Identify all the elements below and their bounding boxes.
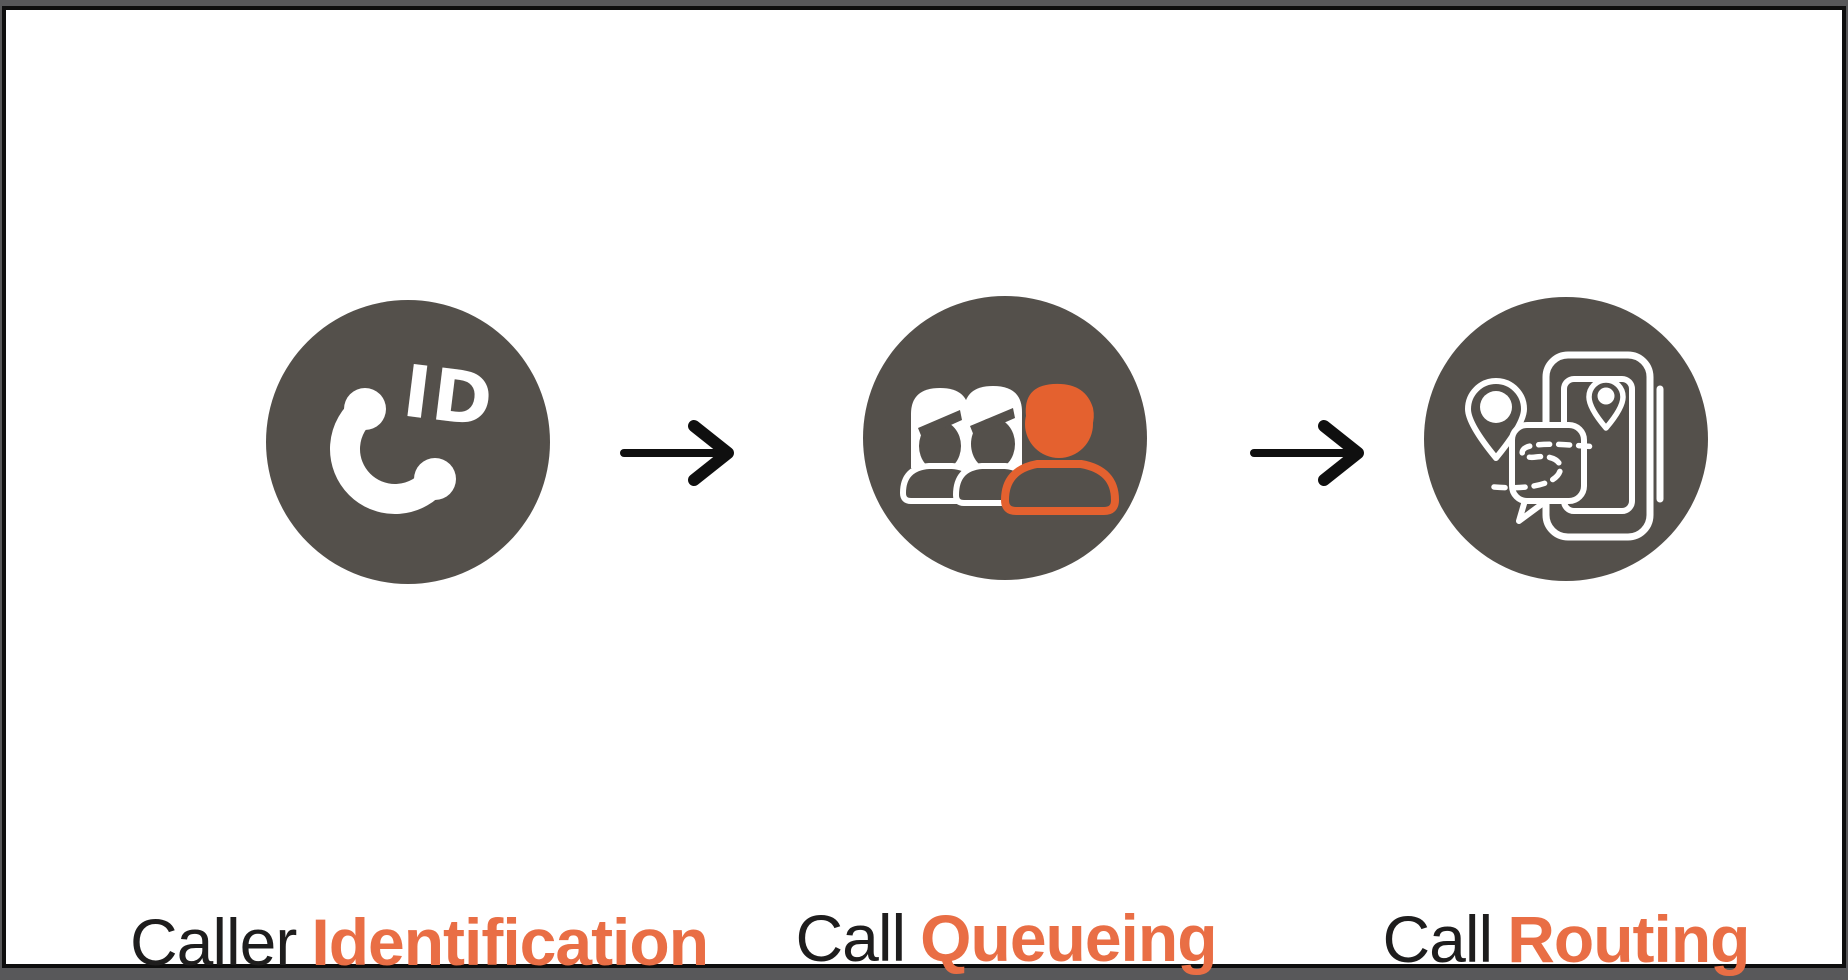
person-male-front bbox=[1001, 383, 1119, 515]
label-plain: Caller bbox=[129, 905, 297, 979]
caller-id-badge-text: ID bbox=[399, 349, 499, 443]
label-accent: Routing bbox=[1507, 902, 1750, 976]
label-accent: Queueing bbox=[920, 901, 1217, 975]
caller-id-phone-icon: ID bbox=[266, 300, 550, 584]
routing-map-phone-icon bbox=[1424, 297, 1708, 581]
label-plain: Call bbox=[1382, 902, 1494, 976]
queue-people-icon bbox=[863, 296, 1147, 580]
arrow-right-icon bbox=[1248, 419, 1368, 487]
label-plain: Call bbox=[795, 901, 906, 975]
arrow-right-icon bbox=[618, 419, 738, 487]
label-accent: Identification bbox=[311, 905, 709, 979]
